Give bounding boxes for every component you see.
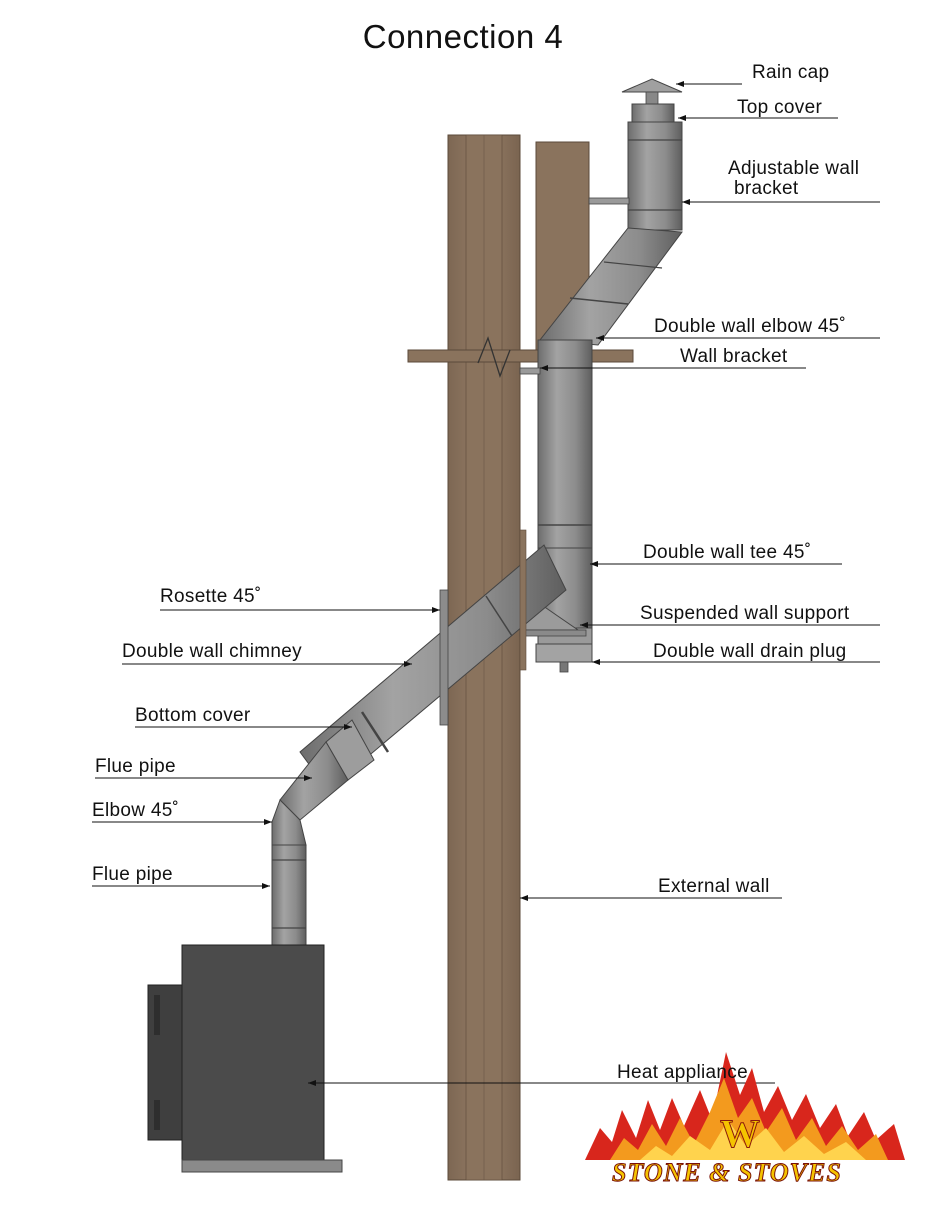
logo-letter: W	[720, 1111, 761, 1157]
label-double-wall-drain-plug: Double wall drain plug	[653, 641, 847, 662]
label-double-wall-chimney: Double wall chimney	[122, 641, 302, 662]
drain-plug	[535, 643, 593, 673]
label-rosette-45: Rosette 45˚	[160, 586, 262, 607]
flue-pipe-vertical	[271, 844, 307, 946]
heat-appliance	[147, 944, 343, 1173]
wall-bracket	[519, 367, 541, 375]
vertical-double-wall-pipe	[537, 339, 593, 551]
label-external-wall: External wall	[658, 876, 770, 897]
label-adjustable-wall-bracket-line1: Adjustable wall	[728, 158, 860, 179]
label-flue-pipe-lower: Flue pipe	[92, 864, 173, 885]
leader-arrows	[262, 81, 690, 1086]
label-rain-cap: Rain cap	[752, 62, 830, 83]
diagram-title: Connection 4	[362, 18, 564, 55]
label-adjustable-wall-bracket-line2: bracket	[734, 178, 799, 199]
label-elbow-45: Elbow 45˚	[92, 800, 180, 821]
top-pipe	[627, 121, 683, 231]
label-double-wall-elbow-45: Double wall elbow 45˚	[654, 316, 847, 337]
top-cover	[631, 103, 675, 123]
external-wall	[447, 134, 521, 1181]
rosette	[439, 529, 527, 726]
label-heat-appliance: Heat appliance	[617, 1062, 748, 1083]
leader-lines	[92, 83, 880, 1084]
rain-cap	[621, 78, 683, 105]
label-top-cover: Top cover	[737, 97, 823, 118]
adjustable-wall-bracket	[588, 197, 630, 205]
logo-text: STONE & STOVES	[612, 1158, 842, 1188]
double-wall-chimney	[299, 544, 567, 791]
double-wall-elbow	[539, 227, 683, 346]
logo-flames	[585, 1052, 905, 1160]
label-wall-bracket: Wall bracket	[680, 346, 788, 367]
label-double-wall-tee-45: Double wall tee 45˚	[643, 542, 812, 563]
label-suspended-wall-support: Suspended wall support	[640, 603, 850, 624]
label-flue-pipe-upper: Flue pipe	[95, 756, 176, 777]
label-bottom-cover: Bottom cover	[135, 705, 251, 726]
